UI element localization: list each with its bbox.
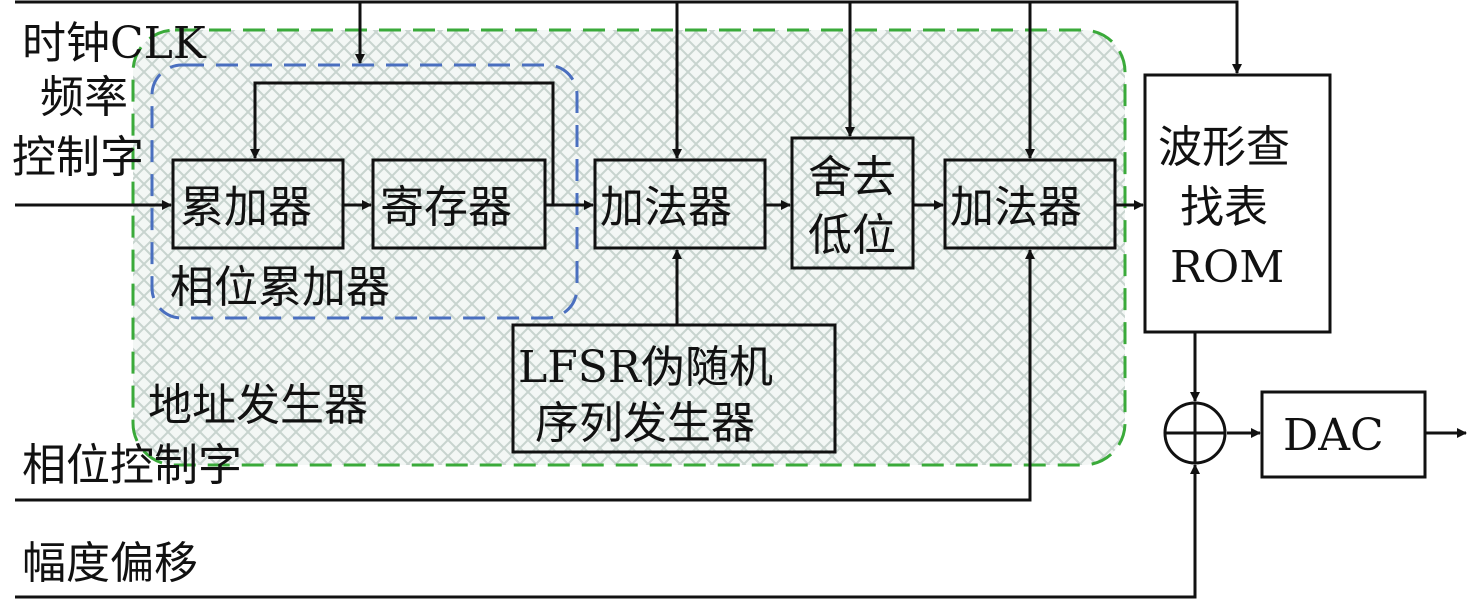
phase-accumulator-region bbox=[150, 63, 579, 320]
truncate-block bbox=[790, 136, 915, 270]
freq-word-label-2: 控制字 bbox=[12, 132, 144, 183]
amplitude-offset-line bbox=[15, 464, 1200, 599]
rom-label-2: 找表 bbox=[1180, 182, 1268, 233]
lfsr-label-2: 序列发生器 bbox=[535, 398, 755, 449]
register-block bbox=[371, 158, 547, 250]
adder-1-label: 加法器 bbox=[600, 182, 732, 233]
feedback-loop bbox=[250, 81, 555, 205]
accumulator-block bbox=[171, 158, 345, 250]
truncate-label-2: 低位 bbox=[808, 210, 896, 261]
phase-accumulator-label: 相位累加器 bbox=[170, 262, 390, 313]
rom-label-1: 波形查 bbox=[1158, 122, 1290, 173]
adder-2-label: 加法器 bbox=[950, 182, 1082, 233]
adder-1-block bbox=[593, 158, 767, 250]
truncate-label-1: 舍去 bbox=[808, 152, 896, 203]
dac-label: DAC bbox=[1283, 410, 1384, 461]
address-generator-label: 地址发生器 bbox=[148, 380, 368, 431]
phase-word-label: 相位控制字 bbox=[22, 440, 242, 491]
rom-label-3: ROM bbox=[1170, 242, 1284, 293]
freq-word-label-1: 频率 bbox=[40, 72, 128, 123]
clock-label: 时钟CLK bbox=[22, 18, 207, 69]
clock-bus bbox=[15, 0, 1242, 74]
register-label: 寄存器 bbox=[380, 182, 512, 233]
lfsr-label-1: LFSR伪随机 bbox=[518, 342, 773, 393]
phase-word-line bbox=[15, 249, 1035, 502]
rom-block bbox=[1143, 73, 1332, 334]
adder-2-block bbox=[943, 158, 1117, 250]
amplitude-offset-label: 幅度偏移 bbox=[22, 538, 198, 589]
summer-icon bbox=[1163, 401, 1227, 465]
accumulator-label: 累加器 bbox=[180, 182, 312, 233]
lfsr-block bbox=[511, 323, 837, 454]
dac-block bbox=[1260, 390, 1427, 479]
